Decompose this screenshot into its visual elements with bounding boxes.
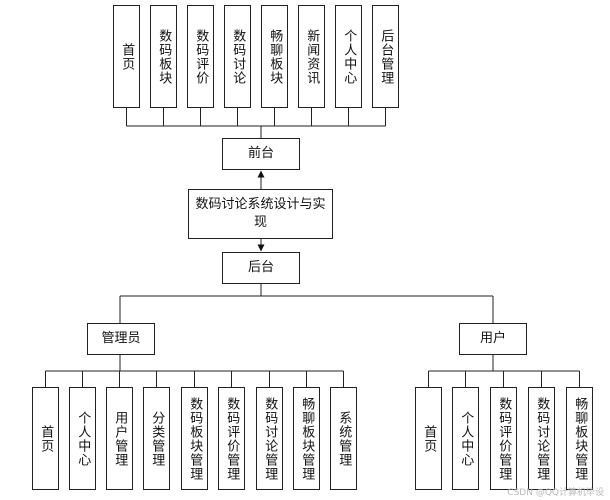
- frontend-module-box: 数码板块: [150, 5, 177, 108]
- system-title-box: 数码讨论系统设计与实现: [188, 189, 333, 239]
- backend-box: 后台: [222, 252, 300, 284]
- role-box: 管理员: [87, 323, 155, 355]
- frontend-module-box: 畅聊板块: [261, 5, 288, 108]
- role-box: 用户: [459, 323, 527, 355]
- backend-module-box: 首页: [32, 387, 59, 490]
- backend-module-box: 首页: [415, 387, 442, 490]
- frontend-module-box: 个人中心: [335, 5, 362, 108]
- backend-module-box: 畅聊板块管理: [566, 387, 593, 490]
- frontend-module-box: 新闻资讯: [298, 5, 325, 108]
- backend-module-box: 个人中心: [452, 387, 479, 490]
- backend-module-box: 个人中心: [69, 387, 96, 490]
- backend-module-box: 数码板块管理: [181, 387, 208, 490]
- watermark: CSDN @QQ计算机毕设: [507, 488, 604, 498]
- backend-module-box: 用户管理: [106, 387, 133, 490]
- backend-module-box: 分类管理: [143, 387, 170, 490]
- frontend-module-box: 后台管理: [372, 5, 399, 108]
- frontend-module-box: 首页: [113, 5, 140, 108]
- backend-module-box: 数码讨论管理: [528, 387, 555, 490]
- backend-module-box: 数码评价管理: [218, 387, 245, 490]
- backend-module-box: 数码评价管理: [490, 387, 517, 490]
- frontend-module-box: 数码评价: [187, 5, 214, 108]
- backend-module-box: 畅聊板块管理: [293, 387, 320, 490]
- backend-module-box: 数码讨论管理: [256, 387, 283, 490]
- backend-module-box: 系统管理: [330, 387, 357, 490]
- frontend-module-box: 数码讨论: [224, 5, 251, 108]
- frontend-box: 前台: [222, 138, 300, 170]
